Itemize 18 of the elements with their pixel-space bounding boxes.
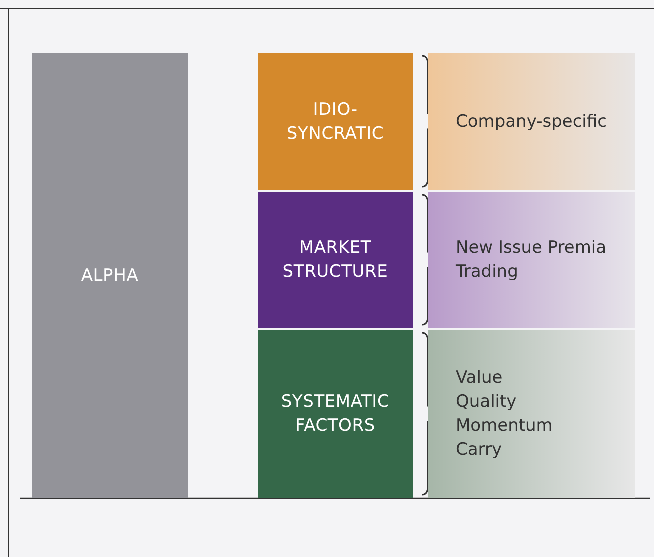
block-label: ALPHA <box>81 264 139 288</box>
list-item: New Issue Premia <box>456 237 608 260</box>
list-item: Company-specific <box>456 110 608 134</box>
detail-panel <box>428 53 635 190</box>
list-item: Value <box>456 367 504 390</box>
alpha-bar <box>32 53 188 498</box>
block-label: IDIO-SYNCRATIC <box>286 98 386 146</box>
category-block <box>258 192 413 328</box>
list-item: Quality <box>456 391 518 414</box>
detail-panel <box>428 192 635 328</box>
block-label: SYSTEMATIC FACTORS <box>280 391 391 438</box>
category-block <box>258 330 413 498</box>
category-block <box>258 53 413 190</box>
list-item: Carry <box>456 439 504 462</box>
list-item: Momentum <box>456 415 554 438</box>
block-label: MARKET STRUCTURE <box>282 237 390 284</box>
list-item: Trading <box>456 261 520 284</box>
detail-panel <box>428 330 635 498</box>
